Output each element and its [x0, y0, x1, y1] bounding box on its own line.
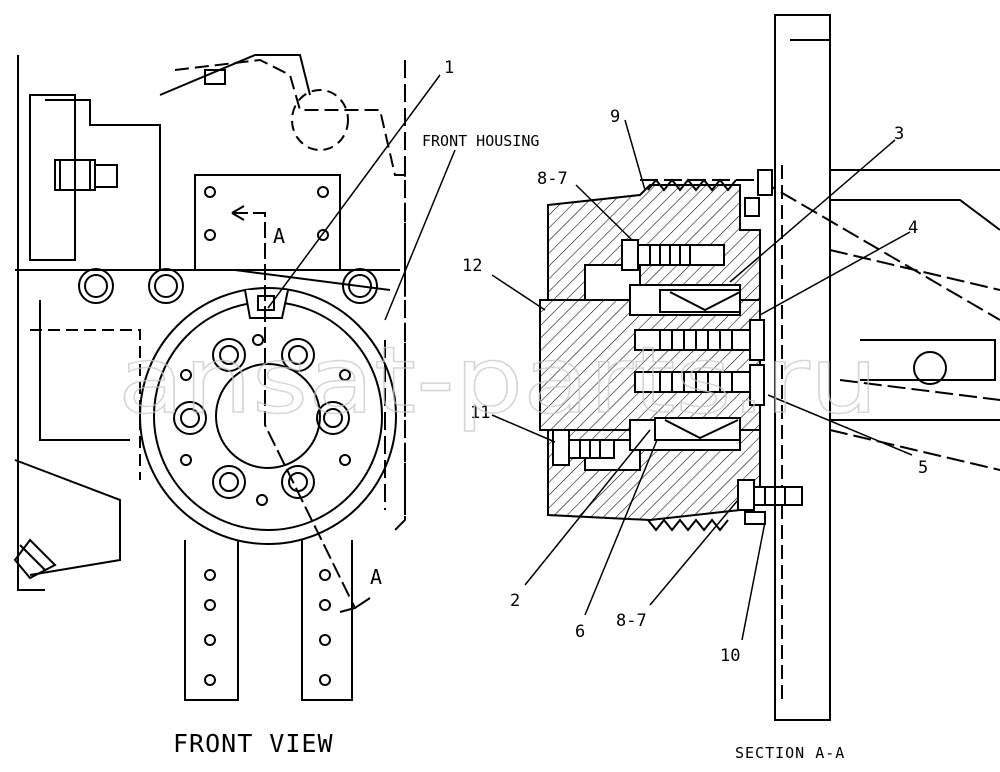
callout-1: 1 — [444, 58, 454, 78]
callout-3: 3 — [894, 124, 904, 144]
section-marker-a-bottom: A — [370, 565, 382, 589]
label-front-housing: FRONT HOUSING — [422, 132, 539, 150]
callout-11: 11 — [470, 403, 490, 423]
callout-5: 5 — [918, 458, 928, 478]
callout-8-7-top: 8-7 — [537, 169, 568, 189]
label-section-aa: SECTION A-A — [735, 744, 845, 762]
callout-4: 4 — [908, 218, 918, 238]
callout-10: 10 — [720, 646, 740, 666]
callout-6: 6 — [575, 622, 585, 642]
label-front-view: FRONT VIEW — [173, 729, 334, 758]
section-aa-drawing — [491, 14, 1000, 721]
callout-2: 2 — [510, 591, 520, 611]
watermark: ansat-parts.ru — [118, 327, 878, 434]
front-view-drawing — [13, 54, 456, 701]
callout-9: 9 — [610, 107, 620, 127]
callout-12: 12 — [462, 256, 482, 276]
callout-8-7-bottom: 8-7 — [616, 611, 647, 631]
section-marker-a-top: A — [273, 224, 285, 248]
